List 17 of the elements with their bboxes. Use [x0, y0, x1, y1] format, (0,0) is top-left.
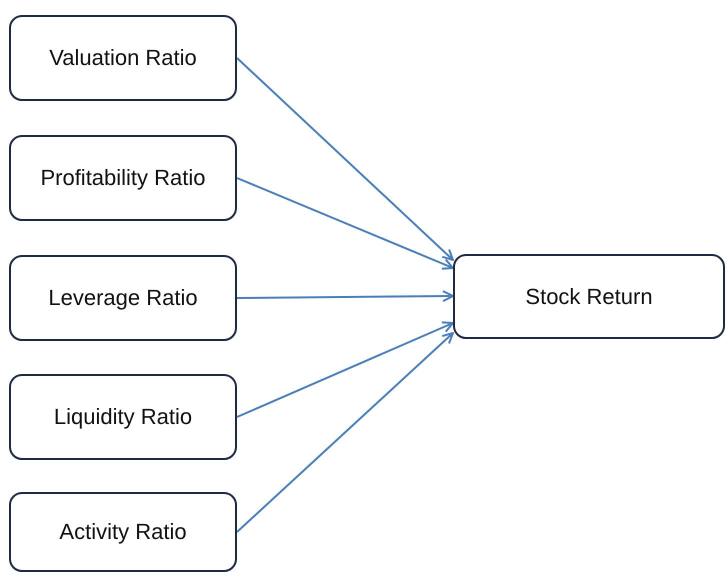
arrow — [236, 332, 454, 533]
ratio-box — [9, 492, 237, 572]
node-label: Profitability Ratio — [40, 165, 206, 191]
ratio-box — [453, 254, 725, 339]
arrow — [236, 321, 454, 418]
node-label: Valuation Ratio — [49, 45, 197, 71]
ratio-box — [9, 255, 237, 341]
arrow — [236, 57, 454, 261]
node-label: Stock Return — [525, 284, 653, 310]
ratio-box — [9, 374, 237, 460]
arrow — [236, 177, 454, 270]
node-label: Liquidity Ratio — [54, 404, 192, 430]
node-label: Leverage Ratio — [48, 285, 198, 311]
node-label: Activity Ratio — [59, 519, 187, 545]
ratio-box — [9, 135, 237, 221]
ratio-box — [9, 15, 237, 101]
arrow — [237, 290, 454, 302]
